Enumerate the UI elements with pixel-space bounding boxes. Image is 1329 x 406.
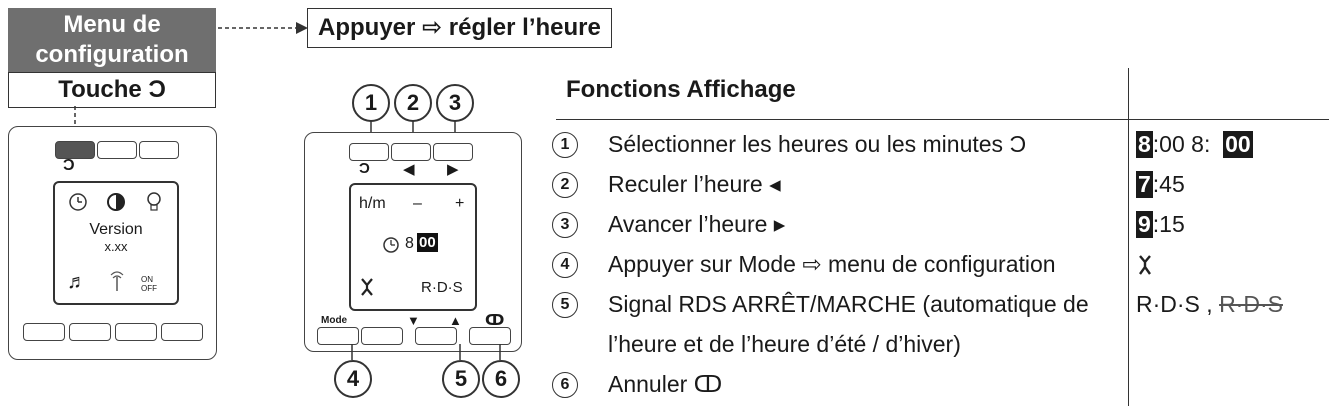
row-number: 6 <box>552 372 578 398</box>
row-text: Appuyer sur Mode ⇨ menu de configuration <box>608 251 1056 277</box>
up-button[interactable] <box>415 327 457 345</box>
device-button-6[interactable] <box>115 323 157 341</box>
device-button-3[interactable] <box>139 141 179 159</box>
row-text: Avancer l’heure ▸ <box>608 211 786 237</box>
callout-5: 5 <box>442 360 480 398</box>
row-number: 4 <box>552 252 578 278</box>
version-value: x.xx <box>104 239 128 254</box>
clock-icon <box>69 193 87 211</box>
clock-icon <box>383 237 399 253</box>
row-value: 7:45 <box>1136 171 1185 198</box>
row-number: 5 <box>552 292 578 318</box>
on-off-icon: ON OFF <box>141 275 157 293</box>
music-icon: ♬ <box>67 271 87 293</box>
device-button-4[interactable] <box>23 323 65 341</box>
contrast-icon <box>107 193 125 211</box>
arrow-down-icon: ▼ <box>407 313 420 328</box>
minus-label: – <box>413 195 422 212</box>
hour-value: 8 <box>405 235 414 252</box>
minutes-value: 00 <box>417 233 438 252</box>
touche-label: Touche Ɔ <box>8 72 216 108</box>
row-value: 8:00 8: 00 <box>1136 131 1253 158</box>
menu-line2: configuration <box>35 41 189 68</box>
hour-minute-select-button[interactable] <box>349 143 389 161</box>
row-text: Signal RDS ARRÊT/MARCHE (automatique de <box>608 291 1089 317</box>
value-part: :15 <box>1152 211 1185 237</box>
row-text: Reculer l’heure ◂ <box>608 171 781 197</box>
callout-lines-bottom <box>351 344 501 360</box>
device-button-5[interactable] <box>69 323 111 341</box>
back-button[interactable] <box>391 143 431 161</box>
cancel-icon: ↀ <box>485 312 505 329</box>
row-number: 2 <box>552 172 578 198</box>
rds-on-label: R·D·S <box>1136 291 1200 317</box>
row-number: 3 <box>552 212 578 238</box>
callout-3: 3 <box>436 84 474 122</box>
arrow-up-icon: ▲ <box>449 313 462 328</box>
digit-highlight: 9 <box>1136 211 1153 238</box>
callout-4: 4 <box>334 360 372 398</box>
clock-power-icon: Ɔ <box>359 160 370 177</box>
center-device: Ɔ ◀ ▶ h/m – + 8 00 R·D·S Mode ▼ ▲ ↀ <box>304 132 522 352</box>
plus-label: + <box>455 195 465 212</box>
device-button-7[interactable] <box>161 323 203 341</box>
arrow-left-icon: ◀ <box>403 161 415 178</box>
hm-label: h/m <box>359 195 386 212</box>
row-number: 1 <box>552 132 578 158</box>
menu-configuration-label: Menu de configuration <box>8 8 216 72</box>
menu-line1: Menu de <box>63 11 161 38</box>
antenna-icon <box>110 271 124 291</box>
row-value: R·D·S , R·D·S <box>1136 291 1283 318</box>
rds-label: R·D·S <box>421 279 463 296</box>
table-header-divider <box>556 119 1329 120</box>
value-part: :00 8: <box>1152 131 1211 157</box>
digit-highlight: 8 <box>1136 131 1153 158</box>
mode-label: Mode <box>321 315 348 326</box>
callout-1: 1 <box>352 84 390 122</box>
mode-button[interactable] <box>317 327 359 345</box>
row-text: Annuler ↀ <box>608 371 723 397</box>
value-part: :45 <box>1152 171 1185 197</box>
callout-2: 2 <box>394 84 432 122</box>
row-value: 9:15 <box>1136 211 1185 238</box>
wrench-icon <box>1139 255 1151 275</box>
row-text-continued: l’heure et de l’heure d’été / d’hiver) <box>608 331 961 357</box>
left-device: Ɔ Version x.xx ♬ ON OFF <box>8 126 217 360</box>
value-separator: , <box>1199 291 1220 317</box>
center-lcd: h/m – + 8 00 R·D·S <box>349 183 477 311</box>
callout-6: 6 <box>482 360 520 398</box>
down-button[interactable] <box>361 327 403 345</box>
wrench-icon <box>361 278 373 296</box>
left-lcd: Version x.xx ♬ ON OFF <box>53 181 179 305</box>
dashed-arrow <box>218 22 308 34</box>
digit-highlight: 7 <box>1136 171 1153 198</box>
table-column-divider <box>1128 68 1129 406</box>
clock-power-icon: Ɔ <box>63 157 75 174</box>
page-title: Appuyer ⇨ régler l’heure <box>307 8 612 48</box>
arrow-right-icon: ▶ <box>447 161 459 178</box>
version-label: Version <box>89 221 143 238</box>
rds-off-label: R·D·S <box>1219 291 1283 317</box>
table-heading: Fonctions Affichage <box>566 76 796 103</box>
cancel-button[interactable] <box>469 327 511 345</box>
row-text: Sélectionner les heures ou les minutes Ɔ <box>608 131 1027 157</box>
device-button-2[interactable] <box>97 141 137 159</box>
digit-highlight: 00 <box>1223 131 1253 158</box>
forward-button[interactable] <box>433 143 473 161</box>
config-button[interactable] <box>55 141 95 159</box>
bulb-icon <box>147 192 161 211</box>
